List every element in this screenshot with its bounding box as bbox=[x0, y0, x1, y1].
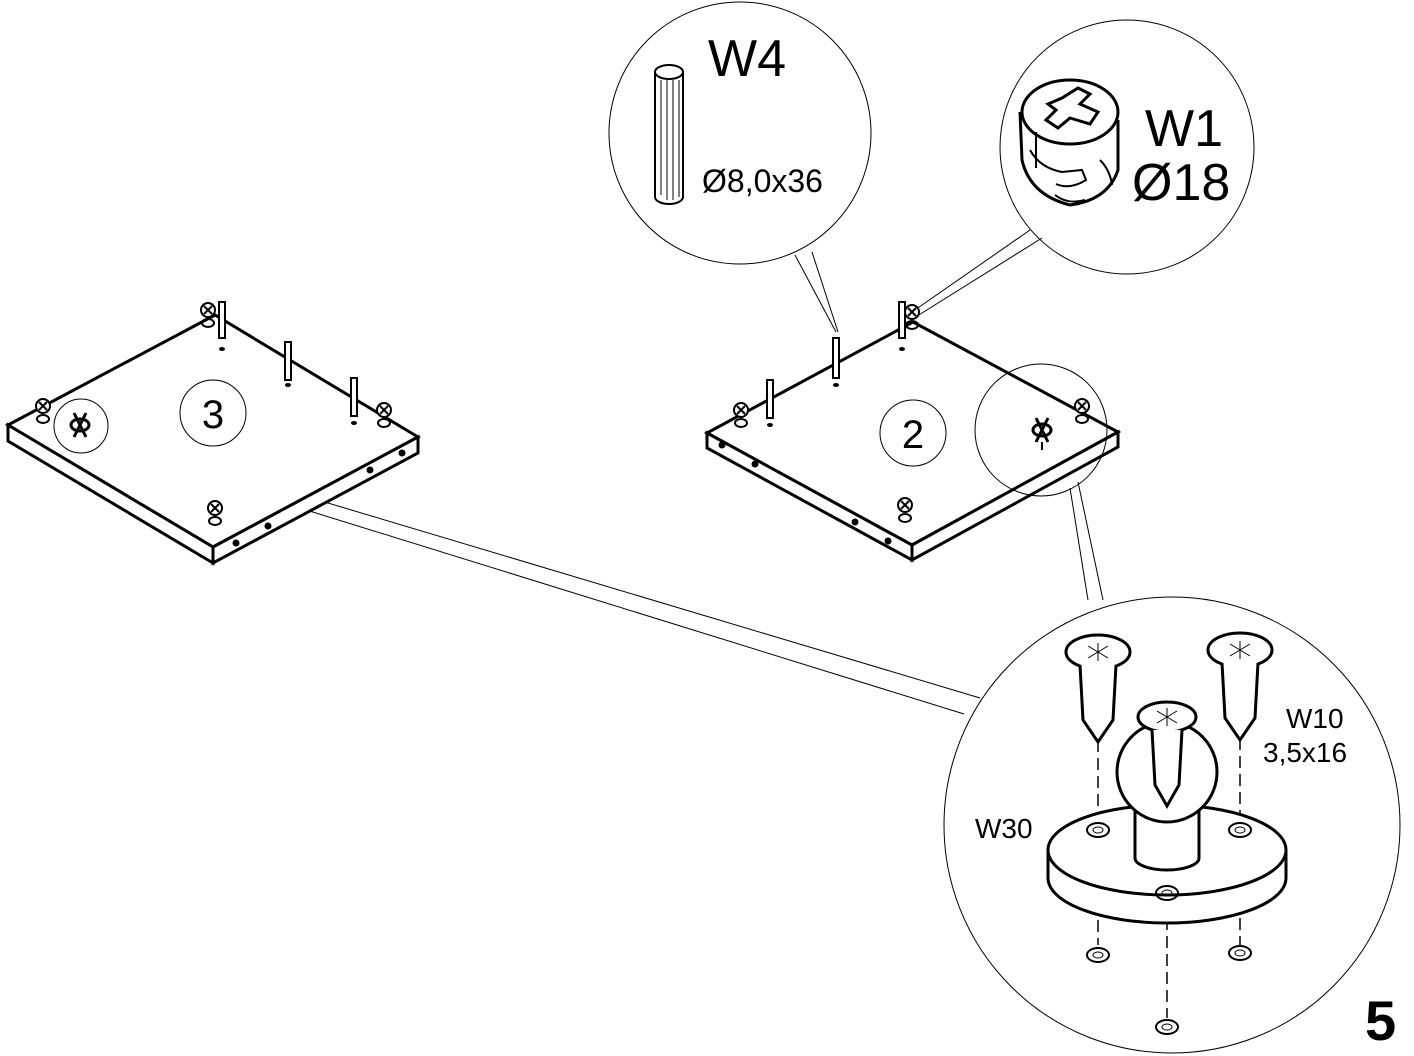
detail-circle bbox=[53, 398, 109, 454]
cam-lock-code: W1 bbox=[1145, 100, 1223, 158]
cam-lock-icon bbox=[733, 304, 1090, 523]
panel-2-badge bbox=[879, 399, 947, 467]
support-detail-callout: W10 3,5x16 W30 bbox=[943, 596, 1401, 1054]
dowel-icon bbox=[766, 301, 906, 427]
dowel-icon bbox=[218, 301, 358, 425]
detail-circle bbox=[974, 363, 1108, 497]
dowel-icon bbox=[654, 64, 684, 205]
cam-lock-icon bbox=[35, 302, 392, 526]
screw-icon bbox=[1206, 631, 1274, 743]
cam-lock-callout: W1 Ø18 bbox=[999, 19, 1255, 275]
shelf-support-icon bbox=[1046, 720, 1288, 925]
shelf-support-icon bbox=[1031, 417, 1053, 450]
screw-code: W10 bbox=[1286, 703, 1344, 734]
cam-lock-icon bbox=[1018, 78, 1120, 207]
support-code: W30 bbox=[975, 813, 1033, 844]
panel-3-label: 3 bbox=[202, 393, 224, 437]
cam-lock-size: Ø18 bbox=[1132, 154, 1230, 212]
panel-2: 2 bbox=[703, 301, 1122, 563]
shelf-support-icon bbox=[69, 412, 91, 438]
panel-3: 3 bbox=[4, 301, 422, 566]
dowel-callout: W4 Ø8,0x36 bbox=[608, 1, 872, 265]
dowel-size: Ø8,0x36 bbox=[702, 163, 823, 199]
panel-3-badge bbox=[179, 379, 247, 447]
screw-icon bbox=[1136, 700, 1198, 810]
mounting-holes bbox=[1086, 945, 1252, 1035]
panel-2-label: 2 bbox=[902, 413, 924, 457]
dowel-code: W4 bbox=[708, 30, 786, 88]
screw-icon bbox=[1064, 633, 1132, 745]
step-number: 5 bbox=[1365, 989, 1396, 1052]
screw-size: 3,5x16 bbox=[1263, 737, 1347, 768]
